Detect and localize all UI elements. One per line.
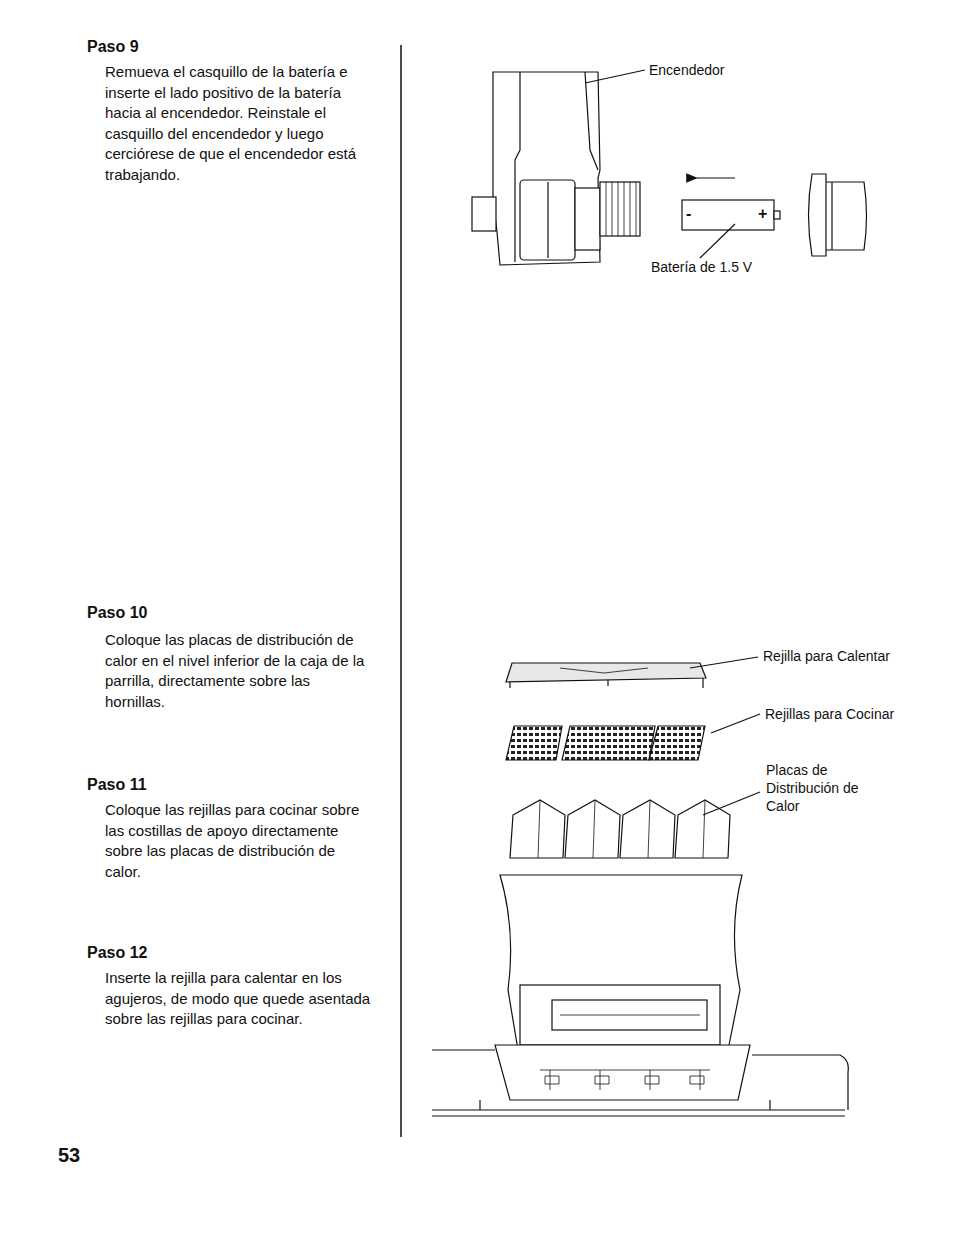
- step-text: Inserte la rejilla para calentar en los …: [105, 968, 373, 1030]
- step-heading: Paso 10: [87, 603, 287, 624]
- step-text: Remueva el casquillo de la batería e ins…: [105, 62, 373, 185]
- step-heading: Paso 11: [87, 775, 287, 796]
- igniter-drawing: [472, 70, 645, 265]
- step-heading: Paso 12: [87, 943, 287, 964]
- part-label: Encendedor: [649, 61, 769, 79]
- polarity-sign: +: [758, 205, 772, 223]
- part-label: Rejilla para Calentar: [763, 647, 933, 665]
- battery-drawing: [682, 200, 780, 258]
- page-number: 53: [58, 1145, 118, 1166]
- polarity-sign: -: [686, 205, 700, 223]
- battery-cap-drawing: [809, 174, 867, 256]
- warming-rack-drawing: [506, 657, 758, 688]
- cooking-grates-drawing: [506, 714, 760, 760]
- part-label: Batería de 1.5 V: [651, 258, 791, 276]
- part-label: Rejillas para Cocinar: [765, 705, 935, 723]
- part-label: Placas de Distribución de Calor: [766, 761, 861, 815]
- grill-box-drawing: [432, 875, 848, 1116]
- direction-arrow: [697, 177, 735, 178]
- step-text: Coloque las placas de distribución de ca…: [105, 630, 373, 712]
- step-heading: Paso 9: [87, 37, 287, 58]
- step-text: Coloque las rejillas para cocinar sobre …: [105, 800, 373, 882]
- heat-plates-drawing: [510, 792, 760, 858]
